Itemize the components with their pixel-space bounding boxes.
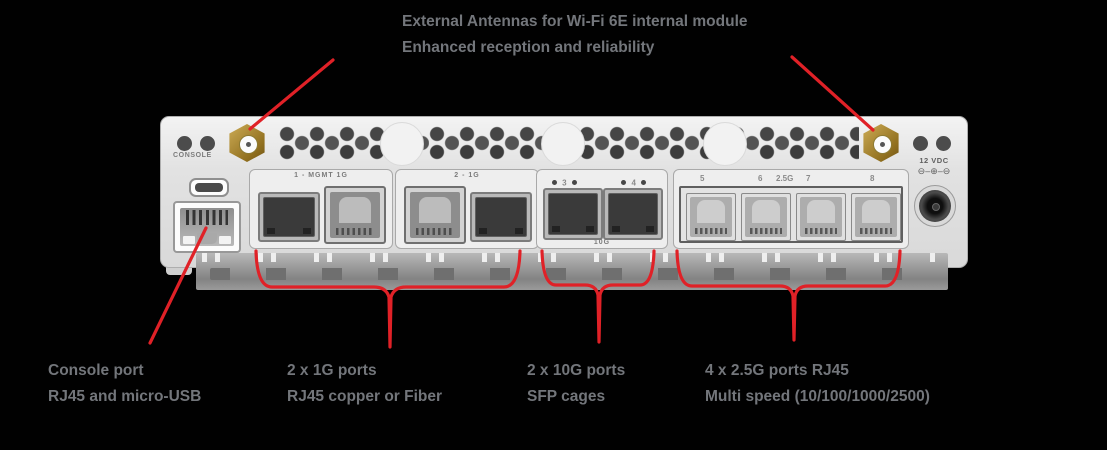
group1-label: 1 - MGMT 1G xyxy=(294,172,348,179)
ports-1g-note: 2 x 1G ports RJ45 copper or Fiber xyxy=(287,358,442,410)
rj45-cavity xyxy=(330,192,380,238)
rj45-pins xyxy=(860,228,892,234)
mg-port-frame xyxy=(679,186,903,243)
rj45-port-1 xyxy=(324,186,386,244)
rj45-port-5 xyxy=(686,193,736,241)
console-label: CONSOLE xyxy=(173,152,212,159)
port5-label: 5 xyxy=(700,174,705,183)
dc-power-jack xyxy=(914,185,956,227)
ports-25g-note: 4 x 2.5G ports RJ45 Multi speed (10/100/… xyxy=(705,358,930,410)
port-group-1g: 2 - 1G xyxy=(395,169,539,249)
rj45-pins xyxy=(186,210,228,225)
sma-pin xyxy=(238,134,258,154)
ports-10g-note-line2: SFP cages xyxy=(527,388,606,405)
led-icon xyxy=(571,180,577,186)
rj45-hump xyxy=(751,200,781,223)
power-polarity-icon: ⊖–⊕–⊖ xyxy=(917,166,951,176)
antennas-note-line1: External Antennas for Wi-Fi 6E internal … xyxy=(402,13,748,30)
rj45-cavity xyxy=(410,192,460,238)
ports-1g-note-line2: RJ45 copper or Fiber xyxy=(287,388,443,405)
port6-label: 6 xyxy=(758,174,763,183)
port-group-10g: 3 4 10G xyxy=(536,169,668,249)
screw-hole xyxy=(913,136,928,151)
antenna-connector-right-icon xyxy=(863,124,899,162)
sfp4-number: 4 xyxy=(631,178,636,188)
rj45-hump xyxy=(339,196,371,224)
console-rj45-port xyxy=(173,201,241,253)
antenna-mount-blank xyxy=(380,122,424,166)
rj45-pins xyxy=(695,228,727,234)
screw-hole xyxy=(177,136,192,151)
rj45-hump xyxy=(419,196,451,224)
antenna-mount-blank xyxy=(541,122,585,166)
rj45-pins xyxy=(416,228,454,235)
port-group-mgmt-1g: 1 - MGMT 1G xyxy=(249,169,393,249)
antenna-connector-left-icon xyxy=(229,124,265,162)
rj45-cavity xyxy=(855,197,897,237)
ports-1g-note-line1: 2 x 1G ports xyxy=(287,362,377,379)
group2-label: 2 - 1G xyxy=(454,172,480,179)
sfp3-header: 3 4 xyxy=(539,174,659,192)
port-group-25g: 5 6 2.5G 7 8 xyxy=(673,169,909,249)
rj45-cavity xyxy=(800,197,842,237)
rj45-cavity xyxy=(690,197,732,237)
micro-usb-port xyxy=(189,178,229,197)
rj45-cavity xyxy=(745,197,787,237)
rj45-clip xyxy=(197,233,217,244)
ports-10g-note: 2 x 10G ports SFP cages xyxy=(527,358,625,410)
sfp-plus-port-4 xyxy=(603,188,663,240)
led-icon xyxy=(640,180,646,186)
sfp-cavity xyxy=(548,193,598,235)
console-note-line1: Console port xyxy=(48,362,144,379)
dc-jack-ring xyxy=(919,190,951,222)
ports-25g-note-line1: 4 x 2.5G ports RJ45 xyxy=(705,362,849,379)
led-icon xyxy=(621,180,627,186)
rj45-pins xyxy=(336,228,374,235)
sfp-cavity xyxy=(263,197,315,237)
rj45-port-8 xyxy=(851,193,901,241)
rj45-tab xyxy=(183,236,195,244)
rj45-pins xyxy=(805,228,837,234)
rj45-pins xyxy=(750,228,782,234)
antennas-note: External Antennas for Wi-Fi 6E internal … xyxy=(402,9,748,61)
mg-speed-label: 2.5G xyxy=(776,174,794,183)
sfp-cavity xyxy=(475,197,527,237)
port7-label: 7 xyxy=(806,174,811,183)
device-chassis: CONSOLE 1 - MGMT 1G 2 - 1G xyxy=(160,116,968,268)
sfp-speed-label: 10G xyxy=(593,239,611,246)
rj45-hump xyxy=(696,200,726,223)
sma-pin xyxy=(872,134,892,154)
rj45-port-7 xyxy=(796,193,846,241)
rj45-hump xyxy=(806,200,836,223)
console-note-line2: RJ45 and micro-USB xyxy=(48,388,202,405)
sfp3-number: 3 xyxy=(562,178,567,188)
rj45-hump xyxy=(861,200,891,223)
antennas-note-line2: Enhanced reception and reliability xyxy=(402,39,655,56)
port8-label: 8 xyxy=(870,174,875,183)
rj45-cavity xyxy=(180,208,234,246)
screw-hole xyxy=(200,136,215,151)
rj45-tab xyxy=(219,236,231,244)
antenna-mount-blank xyxy=(703,122,747,166)
usb-slot xyxy=(195,183,223,192)
rj45-port-6 xyxy=(741,193,791,241)
sfp-port-2 xyxy=(470,192,532,242)
sfp-cavity xyxy=(608,193,658,235)
power-label: 12 VDC xyxy=(919,156,949,165)
console-note: Console port RJ45 and micro-USB xyxy=(48,358,201,410)
screw-hole xyxy=(936,136,951,151)
sfp-plus-port-3 xyxy=(543,188,603,240)
ports-25g-note-line2: Multi speed (10/100/1000/2500) xyxy=(705,388,930,405)
bottom-fin-rail xyxy=(196,253,948,290)
ports-10g-note-line1: 2 x 10G ports xyxy=(527,362,626,379)
led-icon xyxy=(552,180,558,186)
sfp-port-1 xyxy=(258,192,320,242)
rj45-port-2 xyxy=(404,186,466,244)
